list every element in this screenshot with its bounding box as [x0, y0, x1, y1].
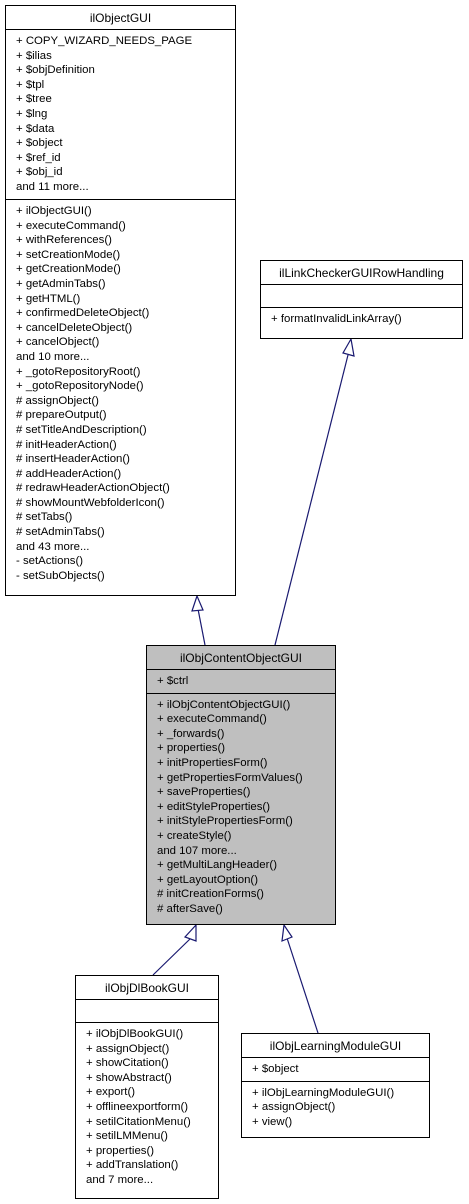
member-row: + ilObjDlBookGUI(): [86, 1028, 184, 1040]
member-row: + formatInvalidLinkArray(): [271, 313, 402, 325]
member-row: - setSubObjects(): [16, 569, 105, 582]
member-row: + executeCommand(): [16, 219, 126, 232]
class-title: ilObjLearningModuleGUI: [242, 1034, 429, 1058]
member-row: + $ilias: [16, 49, 52, 62]
member-row: + properties(): [86, 1144, 155, 1157]
member-row: + setilLMMenu(): [86, 1130, 168, 1143]
member-row: + confirmedDeleteObject(): [16, 307, 150, 320]
member-row: + $tpl: [16, 78, 45, 91]
member-row: # assignObject(): [16, 394, 99, 407]
member-row: + COPY_WIZARD_NEEDS_PAGE: [16, 35, 193, 47]
member-row: + ilObjectGUI(): [16, 205, 92, 217]
member-row: and 43 more...: [16, 540, 90, 553]
member-row: # setTitleAndDescription(): [16, 423, 147, 436]
edge-learningmodule-to-contentobject: [286, 937, 319, 1034]
class-box-illinkcheckerguirowhandling: ilLinkCheckerGUIRowHandling + formatInva…: [260, 260, 463, 339]
member-row: + cancelObject(): [16, 336, 100, 349]
member-row: and 11 more...: [16, 180, 89, 193]
member-row: + properties(): [157, 742, 226, 755]
class-title: ilObjContentObjectGUI: [147, 646, 335, 670]
attributes-section: + $ctrl: [147, 670, 335, 694]
member-row: + showCitation(): [86, 1057, 169, 1070]
class-title: ilObjDlBookGUI: [76, 976, 218, 1000]
member-row: + $tree: [16, 93, 52, 106]
member-row: + ilObjContentObjectGUI(): [157, 698, 291, 711]
edge-dlbook-to-contentobject: [152, 937, 192, 976]
attributes-section: [261, 285, 462, 308]
member-row: + editStyleProperties(): [157, 800, 271, 813]
member-row: + $ctrl: [157, 675, 189, 687]
member-row: and 107 more...: [157, 844, 237, 857]
member-row: + getHTML(): [16, 292, 81, 305]
member-row: + view(): [252, 1115, 293, 1128]
class-box-ilobjlearningmodulegui: ilObjLearningModuleGUI + $object + ilObj…: [241, 1033, 430, 1138]
member-row: + cancelDeleteObject(): [16, 321, 133, 334]
member-row: + initStylePropertiesForm(): [157, 815, 293, 828]
member-row: and 10 more...: [16, 350, 90, 363]
member-row: + $data: [16, 122, 55, 135]
member-row: + getCreationMode(): [16, 263, 121, 276]
member-row: + assignObject(): [86, 1042, 170, 1055]
methods-section: + ilObjContentObjectGUI() + executeComman…: [147, 694, 335, 921]
member-row: # prepareOutput(): [16, 409, 107, 422]
member-row: + offlineexportform(): [86, 1100, 189, 1113]
member-row: + assignObject(): [252, 1101, 336, 1114]
member-row: + getLayoutOption(): [157, 873, 258, 886]
attributes-section: + COPY_WIZARD_NEEDS_PAGE + $ilias + $objDe…: [6, 30, 235, 200]
member-row: + _forwards(): [157, 727, 225, 740]
edge-contentobject-to-objectgui: [197, 608, 206, 646]
member-row: + executeCommand(): [157, 713, 267, 726]
member-row: # redrawHeaderActionObject(): [16, 482, 170, 495]
member-row: - setActions(): [16, 555, 84, 568]
member-row: + $ref_id: [16, 151, 61, 164]
member-row: + $obj_id: [16, 166, 63, 179]
methods-section: + ilObjectGUI() + executeCommand() + withR…: [6, 200, 235, 587]
member-row: # setAdminTabs(): [16, 526, 105, 539]
class-box-ilobjcontentobjectgui: ilObjContentObjectGUI + $ctrl + ilObjCon…: [146, 645, 336, 925]
member-row: # setTabs(): [16, 511, 73, 524]
methods-section: + formatInvalidLinkArray(): [261, 308, 462, 331]
arrowhead-linkchecker: [342, 337, 355, 357]
arrowhead-objectgui: [191, 594, 204, 612]
member-row: + setCreationMode(): [16, 248, 121, 261]
arrowhead-contentobject-left: [183, 923, 197, 942]
member-row: + setilCitationMenu(): [86, 1115, 191, 1128]
attributes-section: + $object: [242, 1058, 429, 1082]
attributes-section: [76, 1000, 218, 1023]
member-row: + showAbstract(): [86, 1071, 172, 1084]
member-row: # addHeaderAction(): [16, 467, 122, 480]
edge-contentobject-to-linkchecker: [274, 354, 349, 646]
member-row: # insertHeaderAction(): [16, 453, 130, 466]
member-row: and 7 more...: [86, 1173, 154, 1186]
member-row: # showMountWebfolderIcon(): [16, 496, 165, 509]
member-row: + saveProperties(): [157, 786, 251, 799]
member-row: + getAdminTabs(): [16, 277, 106, 290]
methods-section: + ilObjDlBookGUI() + assignObject() + show…: [76, 1023, 218, 1192]
member-row: + $lng: [16, 107, 48, 120]
member-row: # initHeaderAction(): [16, 438, 117, 451]
arrowhead-contentobject-right: [281, 923, 293, 942]
member-row: + $object: [252, 1063, 299, 1075]
class-box-ilobjectgui: ilObjectGUI + COPY_WIZARD_NEEDS_PAGE + $i…: [5, 5, 236, 596]
class-box-ilobjdlbookgui: ilObjDlBookGUI + ilObjDlBookGUI() + assig…: [75, 975, 219, 1199]
class-title: ilObjectGUI: [6, 6, 235, 30]
member-row: # afterSave(): [157, 902, 223, 915]
member-row: + getMultiLangHeader(): [157, 859, 277, 872]
member-row: + addTranslation(): [86, 1159, 179, 1172]
methods-section: + ilObjLearningModuleGUI() + assignObject…: [242, 1082, 429, 1134]
member-row: + $objDefinition: [16, 64, 95, 77]
member-row: + initPropertiesForm(): [157, 756, 268, 769]
member-row: + getPropertiesFormValues(): [157, 771, 303, 784]
member-row: + createStyle(): [157, 829, 232, 842]
member-row: + $object: [16, 137, 63, 150]
member-row: + _gotoRepositoryNode(): [16, 380, 144, 393]
member-row: + export(): [86, 1086, 136, 1099]
class-title: ilLinkCheckerGUIRowHandling: [261, 261, 462, 285]
member-row: + _gotoRepositoryRoot(): [16, 365, 141, 378]
member-row: + ilObjLearningModuleGUI(): [252, 1086, 395, 1099]
member-row: # initCreationForms(): [157, 888, 264, 901]
member-row: + withReferences(): [16, 234, 112, 247]
